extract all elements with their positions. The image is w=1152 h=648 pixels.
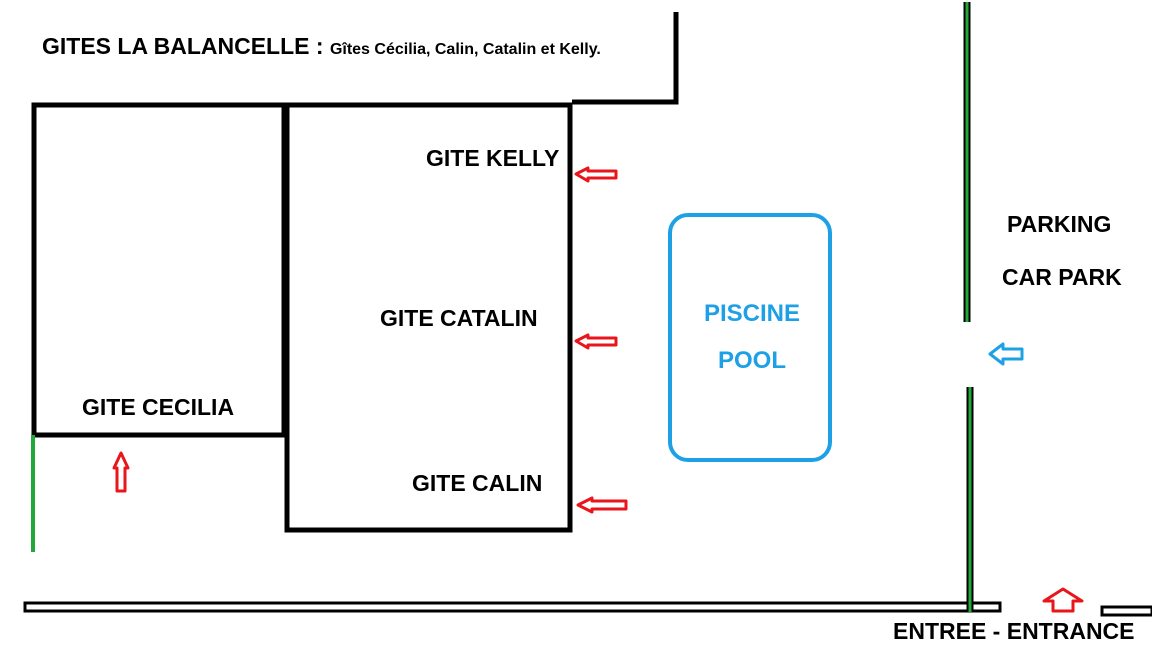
pool-label-en: POOL	[717, 347, 786, 374]
car-park-arrow-icon	[988, 342, 1024, 366]
pool-outline	[668, 213, 832, 462]
gite-kelly-label: GITE KELLY	[426, 145, 560, 171]
catalin-entrance-arrow-icon	[574, 333, 618, 350]
gite-catalin-label: GITE CATALIN	[380, 305, 538, 331]
pool-label-fr: PISCINE	[703, 300, 801, 327]
cecilia-entrance-arrow-icon	[112, 451, 130, 493]
gite-cecilia-label: GITE CECILIA	[82, 394, 235, 420]
calin-entrance-arrow-icon	[576, 496, 628, 514]
plan-title-separator: :	[309, 33, 330, 59]
title-box-border	[572, 12, 679, 105]
entrance-label: ENTREE - ENTRANCE	[893, 618, 1135, 644]
kelly-entrance-arrow-icon	[574, 166, 618, 183]
plan-title-main: GITES LA BALANCELLE	[42, 33, 310, 59]
plan-title-sub: Gîtes Cécilia, Calin, Catalin et Kelly.	[329, 41, 601, 58]
gite-cecilia-building	[31, 102, 287, 438]
gite-main-building	[284, 102, 573, 533]
parking-label-fr: PARKING	[1007, 211, 1112, 237]
main-entrance-arrow-icon	[1042, 587, 1084, 613]
gite-calin-label: GITE CALIN	[412, 470, 543, 496]
road-wall-right	[1100, 605, 1152, 617]
parking-label-en: CAR PARK	[1002, 264, 1122, 290]
road-wall-left	[23, 601, 1002, 613]
plan-title: GITES LA BALANCELLE : Gîtes Cécilia, Cal…	[42, 35, 601, 58]
